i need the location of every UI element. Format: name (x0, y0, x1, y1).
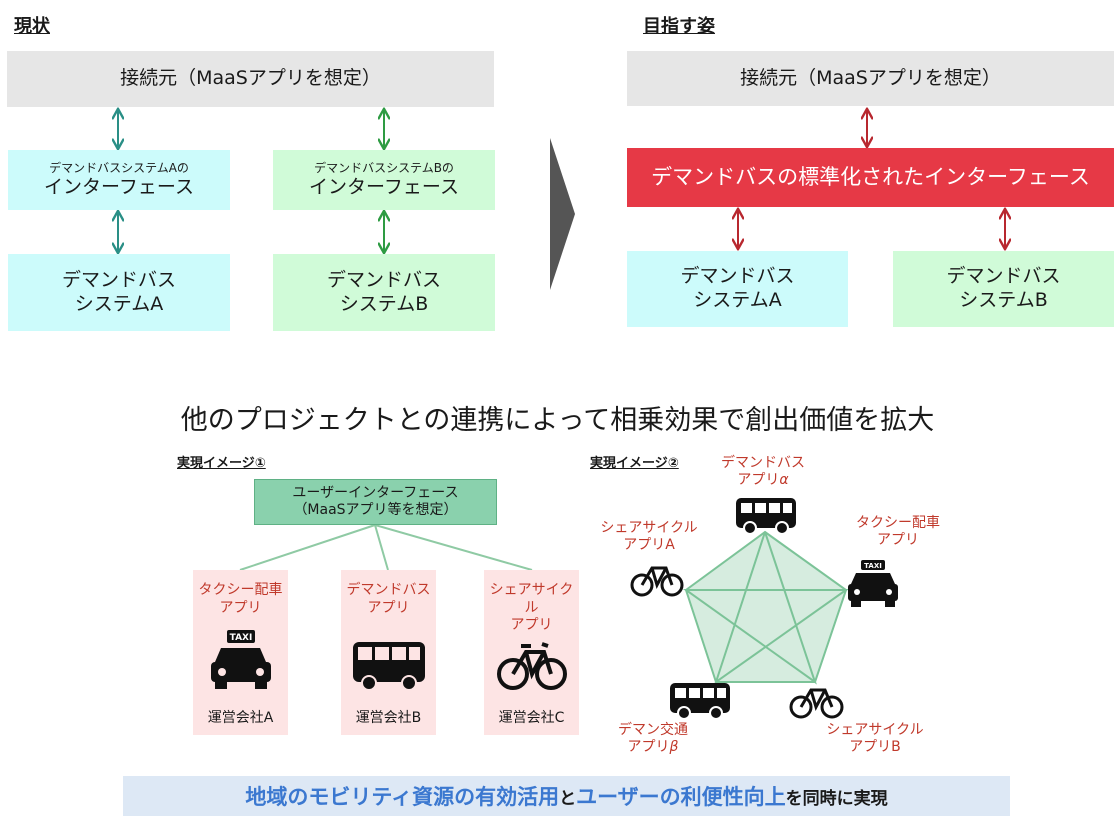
iface-a-box: デマンドバスシステムAの インターフェース (8, 150, 230, 210)
synergy-title: 他のプロジェクトとの連携によって相乗効果で創出価値を拡大 (180, 405, 935, 436)
app-card-taxi: タクシー配車 アプリ TAXI 運営会社A (193, 570, 288, 735)
target-system-b-box: デマンドバス システムB (893, 251, 1114, 327)
tree-line-left (239, 524, 376, 571)
conclusion-part3: ユーザーの利便性向上 (576, 785, 786, 809)
app-card-bus: デマンドバス アプリ 運営会社B (341, 570, 436, 735)
conclusion-part4: を同時に実現 (785, 788, 888, 809)
node-bottom-left-greek: β (669, 738, 679, 755)
system-a-box: デマンドバス システムA (8, 254, 230, 331)
current-source-box: 接続元（MaaSアプリを想定） (7, 51, 494, 107)
user-interface-box: ユーザーインターフェース （MaaSアプリ等を想定） (254, 479, 497, 525)
node-right-line2: アプリ (877, 531, 919, 548)
app-card-cycle-title1: シェアサイクル (489, 582, 574, 616)
app-card-taxi-title1: タクシー配車 (198, 582, 283, 598)
current-heading: 現状 (14, 16, 50, 37)
node-left-line2: アプリA (623, 536, 675, 553)
tree-line-mid (374, 524, 389, 571)
app-card-bus-operator: 運営会社B (355, 710, 422, 726)
transition-chevron (550, 138, 575, 290)
bus-icon (353, 642, 425, 691)
target-heading: 目指す姿 (643, 16, 715, 37)
node-bottom-left-line1: デマン交通 (618, 722, 688, 738)
node-left-label: シェアサイクル アプリA (594, 520, 704, 554)
user-interface-line1: ユーザーインターフェース (292, 484, 459, 501)
svg-text:TAXI: TAXI (230, 633, 253, 643)
iface-a-line2: インターフェース (44, 175, 194, 198)
node-bottom-right-label: シェアサイクル アプリB (810, 722, 940, 756)
user-interface-line2: （MaaSアプリ等を想定） (293, 502, 458, 518)
pentagon-network (684, 530, 848, 683)
iface-b-box: デマンドバスシステムBの インターフェース (273, 150, 495, 210)
image1-label: 実現イメージ① (177, 456, 266, 471)
node-right-label: タクシー配車 アプリ (838, 515, 958, 549)
system-b-line1: デマンドバス (326, 268, 441, 291)
app-card-cycle-title2: アプリ (510, 617, 553, 633)
node-bottom-left-line2: アプリ (627, 738, 670, 755)
node-top-line2: アプリ (737, 471, 780, 488)
node-bottom-right-line2: アプリB (849, 738, 901, 755)
app-card-taxi-operator: 運営会社A (207, 710, 274, 726)
target-system-a-box: デマンドバス システムA (627, 251, 848, 327)
system-b-box: デマンドバス システムB (273, 254, 495, 331)
standard-iface-label: デマンドバスの標準化されたインターフェース (651, 165, 1090, 190)
node-left-line1: シェアサイクル (600, 520, 698, 536)
app-card-cycle-operator: 運営会社C (498, 710, 565, 726)
iface-b-line2: インターフェース (309, 175, 459, 198)
current-source-label: 接続元（MaaSアプリを想定） (120, 67, 381, 90)
standard-iface-box: デマンドバスの標準化されたインターフェース (627, 148, 1114, 207)
node-top-greek: α (779, 471, 789, 488)
app-card-taxi-title2: アプリ (219, 599, 262, 616)
target-system-a-line1: デマンドバス (680, 265, 795, 288)
node-bottom-left-label: デマン交通 アプリβ (598, 722, 708, 756)
target-source-label: 接続元（MaaSアプリを想定） (740, 66, 1001, 89)
app-card-bus-title2: アプリ (367, 599, 410, 616)
iface-a-line1: デマンドバスシステムAの (49, 160, 189, 175)
target-system-b-line1: デマンドバス (946, 265, 1061, 288)
target-source-box: 接続元（MaaSアプリを想定） (627, 51, 1114, 106)
pentagram-lines (682, 531, 850, 685)
svg-text:TAXI: TAXI (864, 562, 882, 570)
taxi-icon: TAXI (211, 630, 271, 689)
app-card-cycle: シェアサイクル アプリ 運営会社C (484, 570, 579, 735)
tree-line-right (374, 524, 533, 571)
system-a-line2: システムA (74, 292, 164, 315)
conclusion-part2: と (559, 788, 577, 809)
system-b-line2: システムB (339, 292, 429, 315)
node-right-line1: タクシー配車 (856, 515, 940, 531)
app-card-bus-title1: デマンドバス (346, 582, 431, 598)
system-a-line1: デマンドバス (61, 268, 176, 291)
target-system-a-line2: システムA (693, 289, 782, 311)
node-bottom-right-line1: シェアサイクル (826, 722, 924, 738)
node-top-label: デマンドバス アプリα (708, 455, 818, 489)
iface-b-line1: デマンドバスシステムBの (314, 160, 454, 175)
image2-label: 実現イメージ② (590, 456, 679, 471)
conclusion-banner: 地域のモビリティ資源の有効活用 と ユーザーの利便性向上 を同時に実現 (123, 776, 1010, 816)
node-top-line1: デマンドバス (721, 455, 805, 471)
bicycle-icon (497, 642, 567, 690)
target-system-b-line2: システムB (959, 289, 1048, 311)
conclusion-part1: 地域のモビリティ資源の有効活用 (245, 785, 560, 809)
